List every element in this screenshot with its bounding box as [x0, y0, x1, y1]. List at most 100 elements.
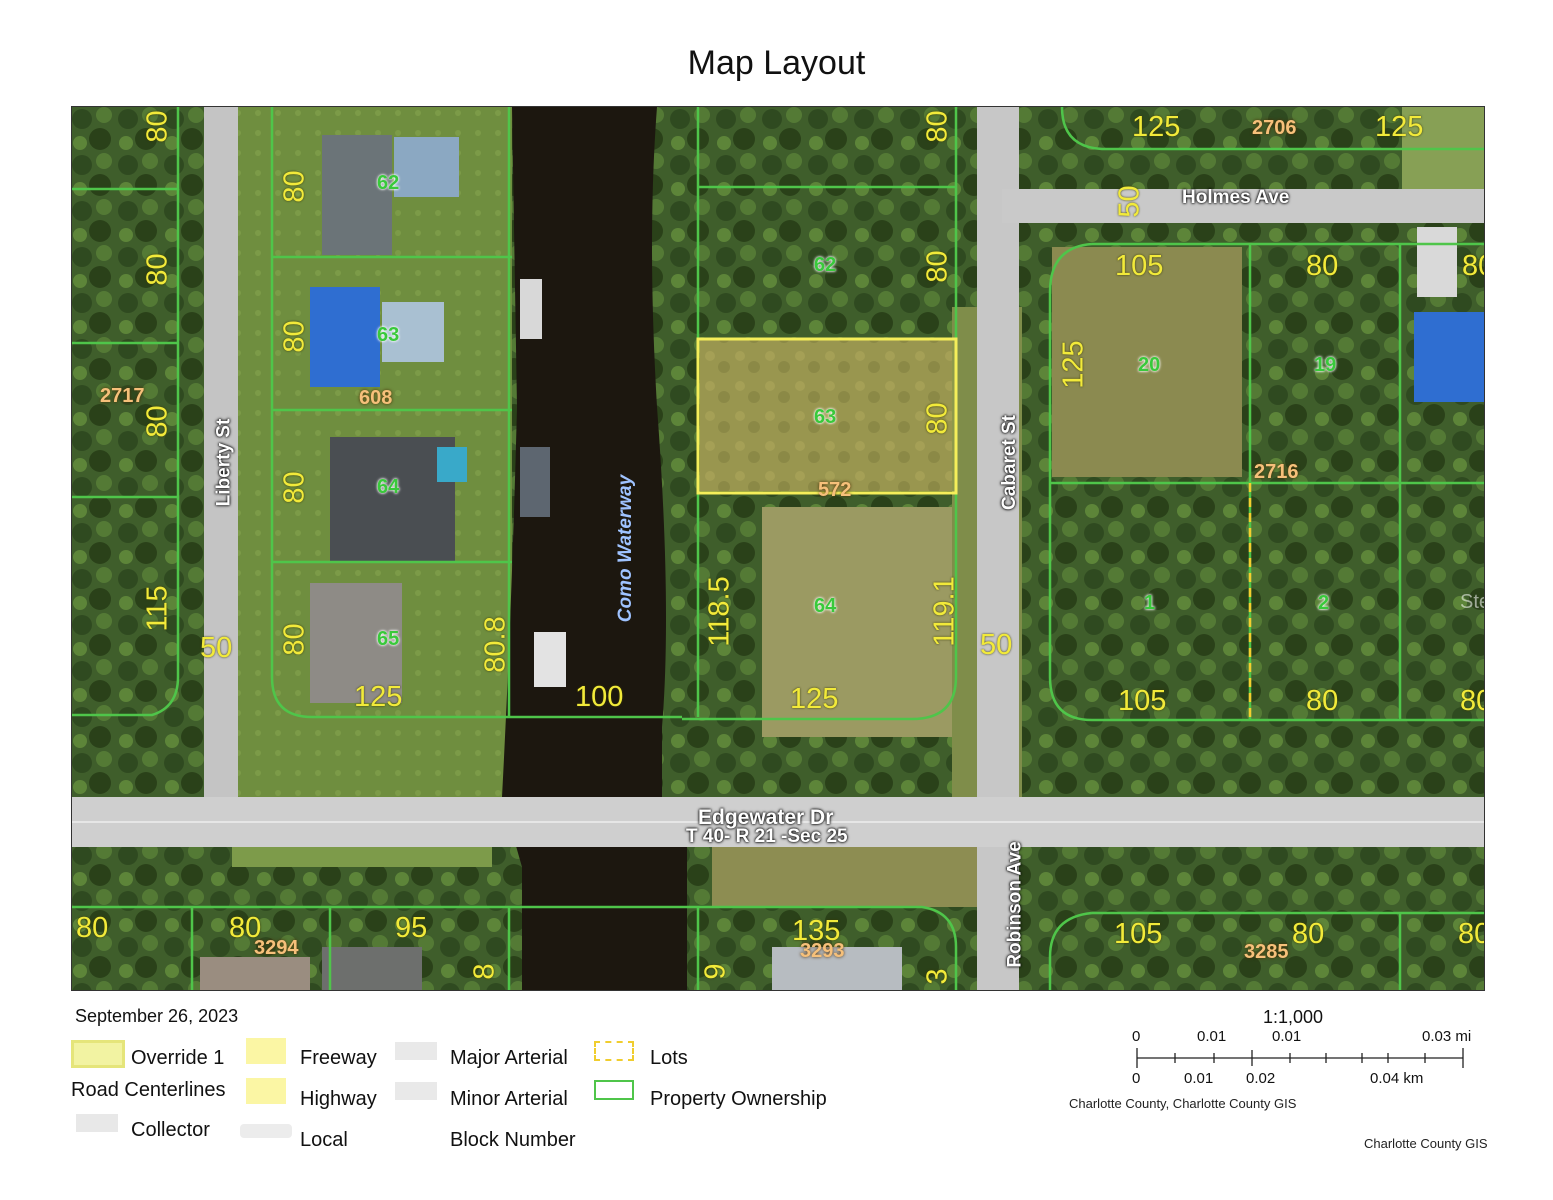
dimension-label: 80 [921, 402, 954, 435]
block-number: 572 [818, 479, 852, 501]
scale-mi-label: 0.03 mi [1422, 1028, 1472, 1045]
dimension-label: 115 [141, 585, 174, 632]
legend-collector: Collector [131, 1119, 210, 1141]
street-label-holmes: Holmes Ave [1182, 187, 1290, 208]
minor-arterial-swatch [395, 1082, 437, 1100]
footer-credit: Charlotte County GIS [1364, 1136, 1488, 1151]
dimension-label: 80 [278, 623, 311, 656]
dimension-label: 80.8 [479, 616, 512, 673]
dimension-label: 125 [1132, 111, 1181, 143]
highway-swatch [246, 1078, 286, 1104]
lot-number: 62 [377, 172, 400, 194]
dimension-label: 9 [699, 963, 732, 980]
scale-km-label: 0.01 [1184, 1070, 1214, 1087]
scale-credit: Charlotte County, Charlotte County GIS [1069, 1096, 1297, 1111]
dimension-label: 50 [200, 632, 233, 664]
dimension-label: 80 [1306, 250, 1339, 282]
dimension-label: 80 [278, 170, 311, 203]
legend-major-arterial: Major Arterial [450, 1047, 568, 1069]
aerial-background [72, 107, 1484, 990]
lot-number: 63 [377, 324, 400, 346]
lot-number: 19 [1314, 354, 1337, 376]
property-ownership-swatch [594, 1080, 634, 1100]
lot-number: 65 [377, 628, 400, 650]
collector-swatch [76, 1114, 118, 1132]
street-label-cabaret: Cabaret St [999, 414, 1021, 511]
dimension-label: 80 [921, 250, 954, 283]
dimension-label: 105 [1118, 685, 1167, 717]
dimension-label: 125 [790, 683, 839, 715]
freeway-swatch [246, 1038, 286, 1064]
lot-number: 64 [814, 595, 837, 617]
lot-number: 1 [1144, 592, 1156, 614]
legend-override: Override 1 [131, 1047, 225, 1069]
dimension-label: 80 [1460, 685, 1484, 717]
dimension-label: 3 [921, 968, 954, 985]
dimension-label: 119.1 [928, 576, 961, 647]
map-date: September 26, 2023 [75, 1006, 239, 1026]
dimension-label: 95 [395, 912, 428, 944]
dimension-label: 105 [1114, 918, 1163, 950]
legend-road-centerlines: Road Centerlines [71, 1079, 226, 1101]
dimension-label: 125 [354, 681, 403, 713]
scale-mi-label: 0.01 [1272, 1028, 1302, 1045]
scale-mi-label: 0.01 [1197, 1028, 1227, 1045]
dimension-label: 80 [921, 110, 954, 143]
legend-highway: Highway [300, 1088, 377, 1110]
legend-block-number: Block Number [450, 1129, 576, 1151]
dimension-label: 80 [141, 110, 174, 143]
township-label: T 40- R 21 -Sec 25 [686, 826, 848, 847]
lot-number: 62 [814, 254, 837, 276]
override-swatch [71, 1040, 125, 1068]
lot-number: 63 [814, 406, 837, 428]
legend-local: Local [300, 1129, 348, 1151]
dimension-label: 80 [1306, 685, 1339, 717]
lot-number: 64 [377, 476, 400, 498]
street-label-robinson: Robinson Ave [1004, 841, 1026, 968]
dimension-label: 125 [1057, 340, 1090, 389]
scale-mi-label: 0 [1132, 1028, 1141, 1045]
dimension-label: 80 [229, 912, 262, 944]
dimension-label: 118.5 [703, 576, 736, 647]
legend-lots: Lots [650, 1047, 688, 1069]
dimension-label: 50 [980, 629, 1013, 661]
dimension-label: 100 [575, 681, 624, 713]
scale-km-label: 0.04 km [1370, 1070, 1424, 1087]
scale-km-label: 0.02 [1246, 1070, 1276, 1087]
dimension-label: 80 [1292, 918, 1325, 950]
lot-number: 2 [1318, 592, 1330, 614]
major-arterial-swatch [395, 1042, 437, 1060]
dimension-label: 80 [278, 320, 311, 353]
block-number: 608 [359, 387, 393, 409]
block-number: 3285 [1244, 941, 1289, 963]
page-title: Map Layout [687, 44, 866, 82]
block-number: 2706 [1252, 117, 1297, 139]
dimension-label: 8 [468, 963, 501, 980]
dimension-label: 80 [76, 912, 109, 944]
block-number: 3294 [254, 937, 299, 959]
dimension-label: 80 [1462, 250, 1484, 282]
block-number: 2716 [1254, 461, 1299, 483]
local-swatch [240, 1124, 292, 1138]
dimension-label: 105 [1115, 250, 1164, 282]
scale-ratio: 1:1,000 [1263, 1007, 1324, 1027]
street-label-liberty: Liberty St [213, 418, 235, 507]
lots-swatch [594, 1041, 634, 1061]
waterway-label: Como Waterway [615, 474, 637, 623]
dimension-label: 125 [1375, 111, 1424, 143]
dimension-label: 135 [792, 915, 841, 947]
street-label-edgewater: Edgewater Dr [698, 806, 834, 829]
dimension-label: 80 [278, 471, 311, 504]
watermark: StellarMLS [1460, 591, 1484, 613]
lot-number: 20 [1138, 354, 1161, 376]
block-number: 2717 [100, 385, 145, 407]
legend-minor-arterial: Minor Arterial [450, 1088, 568, 1110]
scale-bar [1136, 1048, 1464, 1068]
dimension-label: 80 [141, 405, 174, 438]
legend-freeway: Freeway [300, 1047, 377, 1069]
dimension-label: 80 [1458, 918, 1484, 950]
map-frame[interactable]: Liberty St Cabaret St Holmes Ave Edgewat… [71, 106, 1485, 991]
dimension-label: 50 [1113, 185, 1146, 218]
block-number: 3293 [800, 940, 845, 962]
dimension-label: 80 [141, 253, 174, 286]
